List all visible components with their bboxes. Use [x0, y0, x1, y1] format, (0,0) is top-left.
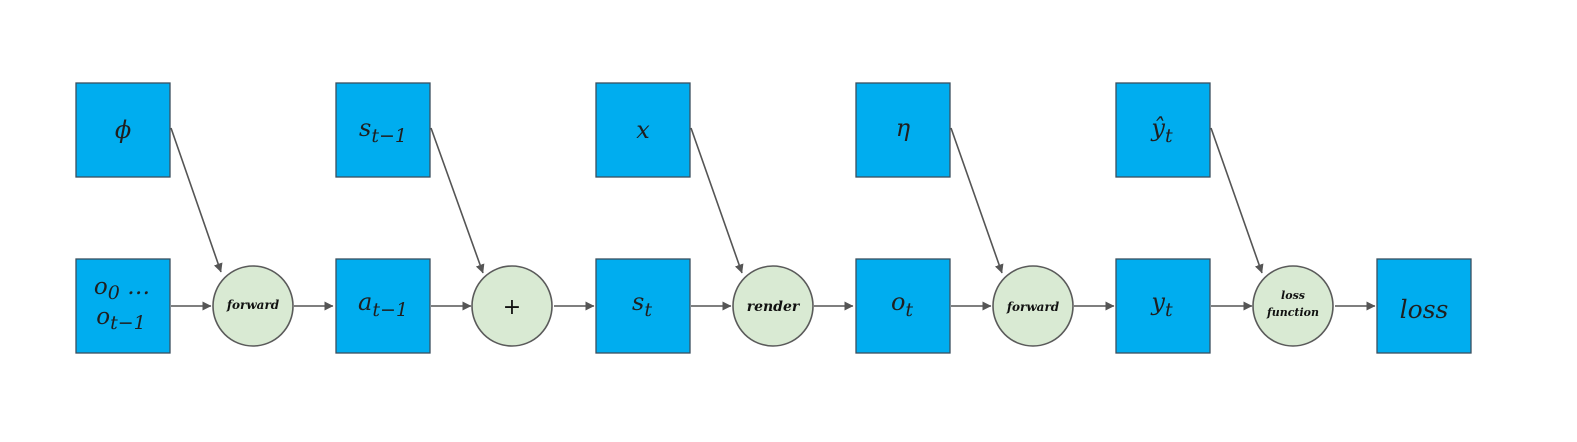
node-s-prev-label: st−1 [359, 114, 407, 147]
node-o-t: ot [855, 258, 951, 354]
op-render-label: render [747, 299, 801, 315]
node-y-hat: ŷt [1115, 82, 1211, 178]
node-x-label: x [636, 116, 650, 144]
node-eta: η [855, 82, 951, 178]
node-phi-label: ϕ [115, 116, 131, 144]
op-forward-1: forward [212, 265, 294, 347]
op-loss-function-line1: loss [1281, 289, 1305, 302]
node-s-t: st [595, 258, 691, 354]
node-s-prev: st−1 [335, 82, 431, 178]
edge-x-to-render [690, 127, 744, 274]
node-observations-line2: ot−1 [96, 304, 146, 334]
node-s-t-label: st [632, 288, 652, 321]
node-y-hat-label: ŷt [1150, 114, 1173, 147]
op-render: render [732, 265, 814, 347]
edge-eta-to-forward [950, 127, 1004, 274]
node-loss-label: loss [1400, 295, 1449, 324]
op-plus: + [471, 265, 553, 347]
op-loss-function-line2: function [1266, 306, 1319, 319]
edge-yhat-to-loss-function [1210, 127, 1264, 274]
op-forward-2-label: forward [1006, 300, 1060, 314]
node-y-t: yt [1115, 258, 1211, 354]
op-forward-1-label: forward [226, 298, 280, 312]
node-a-prev-label: at−1 [358, 288, 408, 321]
node-o-t-label: ot [891, 288, 913, 321]
edge-sprev-to-plus [430, 127, 485, 274]
op-forward-2: forward [992, 265, 1074, 347]
edge-phi-to-forward [170, 127, 223, 273]
node-a-prev: at−1 [335, 258, 431, 354]
node-x: x [595, 82, 691, 178]
op-plus-label: + [503, 295, 521, 320]
node-y-t-label: yt [1150, 288, 1173, 321]
op-loss-function: loss function [1252, 265, 1334, 347]
node-observations-line1: o0 … [94, 274, 150, 304]
node-observations: o0 … ot−1 [75, 258, 171, 354]
node-phi: ϕ [75, 82, 171, 178]
node-eta-label: η [896, 114, 911, 142]
node-loss: loss [1376, 258, 1472, 354]
